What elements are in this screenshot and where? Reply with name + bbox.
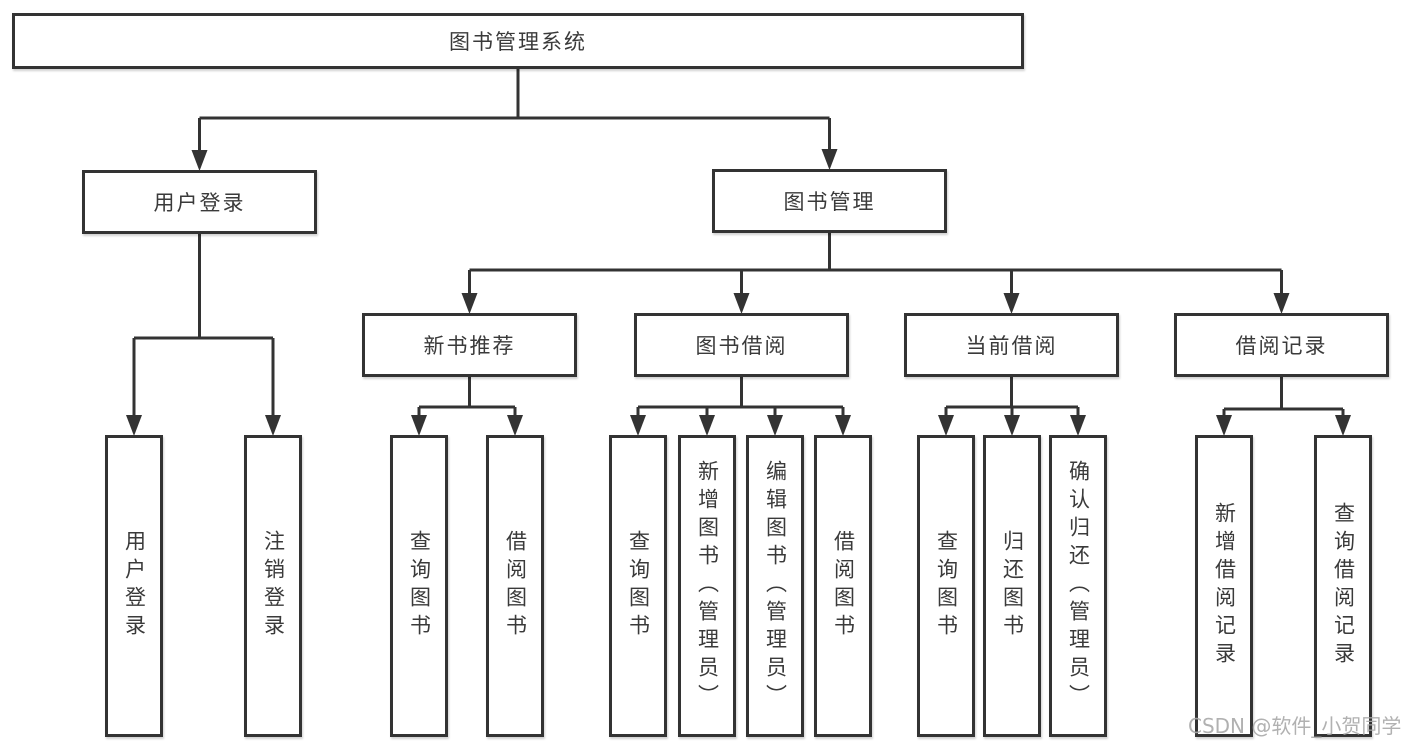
- csdn-watermark: CSDN @软件_小贺同学: [1188, 714, 1402, 738]
- connector-book-management-children: [461, 233, 1290, 314]
- node-label: 编辑图书（管理员）: [763, 460, 788, 712]
- node-label: 借阅记录: [1235, 334, 1328, 358]
- node-label: 查询图书: [934, 530, 959, 642]
- node-user-login: 用户登录: [82, 170, 317, 234]
- connector-book-borrow-children: [630, 377, 851, 436]
- node-label: 确认归还（管理员）: [1066, 460, 1091, 712]
- node-query-borrow-record: 查询借阅记录: [1314, 435, 1372, 737]
- node-label: 查询图书: [407, 530, 432, 642]
- node-query-books-borrow: 查询图书: [609, 435, 667, 737]
- node-book-management-system: 图书管理系统: [12, 13, 1024, 69]
- node-label: 新书推荐: [423, 334, 516, 358]
- node-current-borrow: 当前借阅: [904, 313, 1119, 377]
- connector-root-to-level2: [191, 69, 838, 171]
- node-label: 图书管理系统: [449, 30, 587, 54]
- node-new-book-recommend: 新书推荐: [362, 313, 577, 377]
- node-label: 新增图书（管理员）: [695, 460, 720, 712]
- node-label: 查询借阅记录: [1331, 502, 1356, 670]
- node-label: 借阅图书: [503, 530, 528, 642]
- node-label: 借阅图书: [831, 530, 856, 642]
- connector-borrow-records-children: [1216, 377, 1351, 436]
- connector-new-book-recommend-children: [411, 377, 523, 436]
- node-label: 查询图书: [626, 530, 651, 642]
- node-borrow-books-recommend: 借阅图书: [486, 435, 544, 737]
- node-query-books-recommend: 查询图书: [390, 435, 448, 737]
- node-label: 图书管理: [783, 190, 876, 214]
- node-user-login-leaf: 用户登录: [105, 435, 163, 737]
- node-confirm-return-admin: 确认归还（管理员）: [1049, 435, 1107, 737]
- node-label: 归还图书: [1000, 530, 1025, 642]
- node-label: 用户登录: [153, 191, 246, 215]
- node-query-books-current: 查询图书: [917, 435, 975, 737]
- node-return-books: 归还图书: [983, 435, 1041, 737]
- connector-user-login-children: [126, 234, 281, 436]
- node-label: 图书借阅: [695, 334, 788, 358]
- node-book-borrow: 图书借阅: [634, 313, 849, 377]
- node-label: 新增借阅记录: [1212, 502, 1237, 670]
- node-label: 当前借阅: [965, 334, 1058, 358]
- node-add-books-admin: 新增图书（管理员）: [678, 435, 736, 737]
- node-add-borrow-record: 新增借阅记录: [1195, 435, 1253, 737]
- node-edit-books-admin: 编辑图书（管理员）: [746, 435, 804, 737]
- connector-current-borrow-children: [938, 377, 1086, 436]
- node-borrow-records: 借阅记录: [1174, 313, 1389, 377]
- node-borrow-books-leaf: 借阅图书: [814, 435, 872, 737]
- node-logout: 注销登录: [244, 435, 302, 737]
- node-label: 用户登录: [122, 530, 147, 642]
- node-book-management: 图书管理: [712, 169, 947, 233]
- node-label: 注销登录: [261, 530, 286, 642]
